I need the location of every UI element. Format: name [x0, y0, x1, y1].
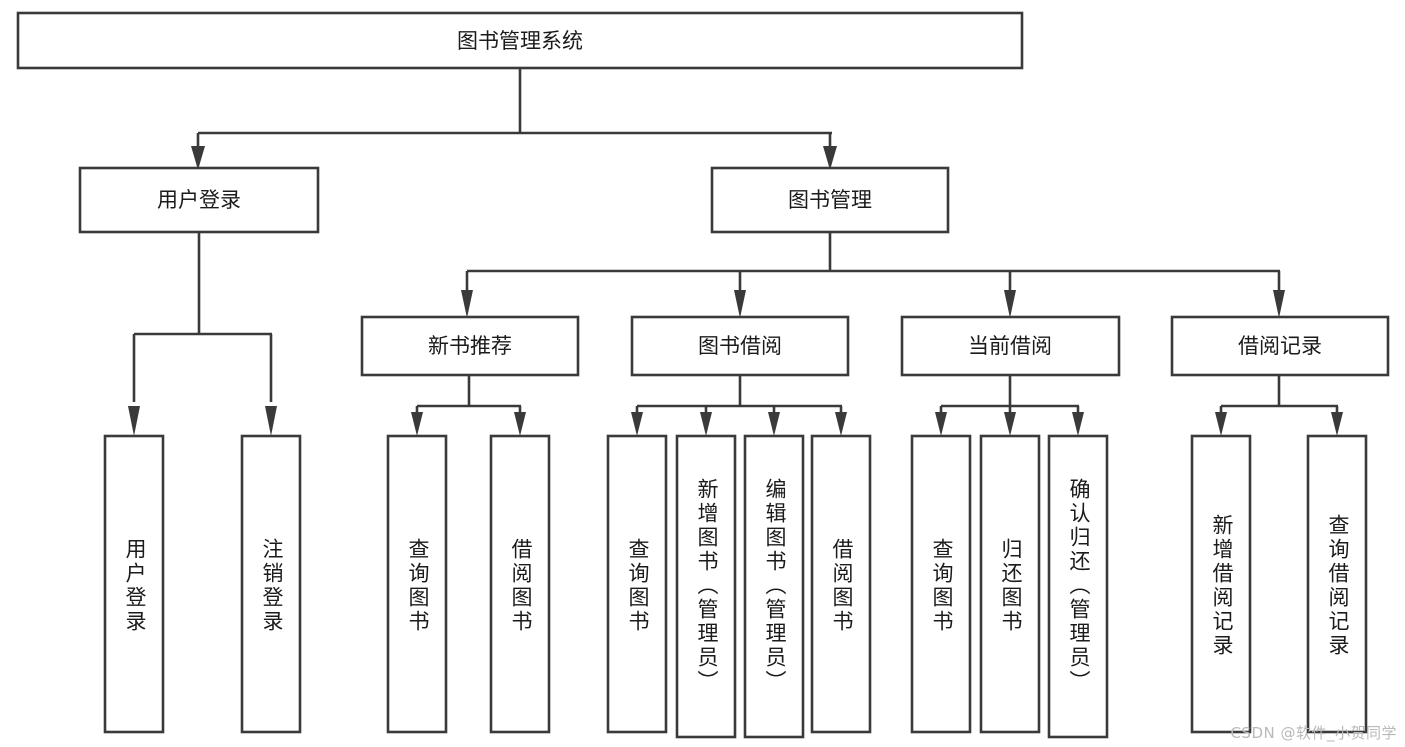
- leaf-confirm-return-box[interactable]: [1047, 434, 1109, 739]
- leaf-add-record-label: 新增借阅记录: [1210, 514, 1234, 658]
- arrow-head-leaf-add-book: [700, 412, 712, 436]
- node-book-manage[interactable]: 图书管理: [710, 166, 950, 234]
- leaf-add-book[interactable]: 新增图书（管理员）: [675, 434, 737, 739]
- leaf-return-book-box[interactable]: [979, 434, 1041, 734]
- arrow-head-leaf-add-record: [1215, 412, 1227, 436]
- node-new-book-rec-box[interactable]: [360, 315, 580, 377]
- node-borrow-record[interactable]: 借阅记录: [1170, 315, 1390, 377]
- arrow-head-leaf-query-book-2: [631, 412, 643, 436]
- leaf-borrow-book-1-label: 借阅图书: [509, 538, 533, 634]
- arrow-head-leaf-borrow-book-1: [514, 412, 526, 436]
- leaf-logout-label: 注销登录: [260, 538, 284, 634]
- csdn-watermark: CSDN @软件_小贺同学: [1230, 724, 1397, 742]
- node-current-borrow-label: 当前借阅: [968, 334, 1052, 358]
- leaf-query-book-2-box[interactable]: [606, 434, 668, 734]
- leaf-logout[interactable]: 注销登录: [240, 434, 302, 734]
- leaf-query-book-2-label: 查询图书: [626, 538, 650, 634]
- leaf-borrow-book-2[interactable]: 借阅图书: [810, 434, 872, 734]
- node-book-borrow[interactable]: 图书借阅: [630, 315, 850, 377]
- connector-layer: [128, 68, 1343, 436]
- arrow-head-borrow-record: [1273, 290, 1285, 318]
- leaf-return-book-label: 归还图书: [999, 538, 1023, 634]
- node-book-manage-box[interactable]: [710, 166, 950, 234]
- node-book-borrow-box[interactable]: [630, 315, 850, 377]
- node-borrow-record-box[interactable]: [1170, 315, 1390, 377]
- arrow-head-leaf-query-book-3: [935, 412, 947, 436]
- arrow-head-book-borrow: [734, 290, 746, 318]
- node-book-borrow-label: 图书借阅: [698, 334, 782, 358]
- node-user-login[interactable]: 用户登录: [78, 166, 320, 234]
- leaf-query-book-1-box[interactable]: [386, 434, 448, 734]
- node-root-box[interactable]: [16, 11, 1024, 70]
- leaf-edit-book-box[interactable]: [743, 434, 805, 739]
- arrow-head-user-login: [191, 146, 205, 170]
- arrow-head-leaf-confirm-return: [1072, 412, 1084, 436]
- leaf-add-book-label: 新增图书（管理员）: [695, 478, 719, 694]
- node-user-login-box[interactable]: [78, 166, 320, 234]
- leaf-borrow-book-2-label: 借阅图书: [830, 538, 854, 634]
- leaf-user-login-box[interactable]: [103, 434, 165, 734]
- leaf-edit-book[interactable]: 编辑图书（管理员）: [743, 434, 805, 739]
- leaf-query-book-3-box[interactable]: [910, 434, 972, 734]
- arrow-head-leaf-query-book-1: [411, 412, 423, 436]
- leaf-query-book-1[interactable]: 查询图书: [386, 434, 448, 734]
- arrow-head-leaf-edit-book: [768, 412, 780, 436]
- leaf-return-book[interactable]: 归还图书: [979, 434, 1041, 734]
- arrow-head-leaf-logout: [265, 406, 277, 436]
- arrow-head-leaf-return-book: [1004, 412, 1016, 436]
- arrow-head-current-borrow: [1004, 290, 1016, 318]
- node-new-book-rec-label: 新书推荐: [428, 334, 512, 358]
- node-current-borrow-box[interactable]: [900, 315, 1121, 377]
- leaf-logout-box[interactable]: [240, 434, 302, 734]
- leaf-query-book-3-label: 查询图书: [930, 538, 954, 634]
- leaf-confirm-return[interactable]: 确认归还（管理员）: [1047, 434, 1109, 739]
- arrow-head-new-book-rec: [461, 290, 473, 318]
- leaf-query-book-1-label: 查询图书: [406, 538, 430, 634]
- node-current-borrow[interactable]: 当前借阅: [900, 315, 1121, 377]
- node-user-login-label: 用户登录: [157, 188, 241, 212]
- leaf-query-record-box[interactable]: [1306, 434, 1368, 734]
- node-root-label: 图书管理系统: [457, 29, 583, 53]
- leaf-borrow-book-1-box[interactable]: [489, 434, 551, 734]
- leaf-add-record-box[interactable]: [1190, 434, 1252, 734]
- leaf-borrow-book-1[interactable]: 借阅图书: [489, 434, 551, 734]
- node-new-book-rec[interactable]: 新书推荐: [360, 315, 580, 377]
- arrow-head-leaf-user-login: [128, 406, 140, 436]
- leaf-borrow-book-2-box[interactable]: [810, 434, 872, 734]
- leaf-user-login-label: 用户登录: [123, 538, 147, 634]
- leaf-user-login[interactable]: 用户登录: [103, 434, 165, 734]
- arrow-head-book-manage: [823, 146, 837, 170]
- node-root[interactable]: 图书管理系统: [16, 11, 1024, 70]
- node-borrow-record-label: 借阅记录: [1238, 334, 1322, 358]
- leaf-query-record-label: 查询借阅记录: [1326, 514, 1350, 658]
- node-book-manage-label: 图书管理: [788, 188, 872, 212]
- arrow-head-leaf-query-record: [1331, 412, 1343, 436]
- arrow-head-leaf-borrow-book-2: [835, 412, 847, 436]
- leaf-add-book-box[interactable]: [675, 434, 737, 739]
- leaf-add-record[interactable]: 新增借阅记录: [1190, 434, 1252, 734]
- leaf-edit-book-label: 编辑图书（管理员）: [763, 478, 787, 694]
- leaf-query-book-3[interactable]: 查询图书: [910, 434, 972, 734]
- leaf-confirm-return-label: 确认归还（管理员）: [1067, 478, 1091, 694]
- leaf-query-book-2[interactable]: 查询图书: [606, 434, 668, 734]
- leaf-query-record[interactable]: 查询借阅记录: [1306, 434, 1368, 734]
